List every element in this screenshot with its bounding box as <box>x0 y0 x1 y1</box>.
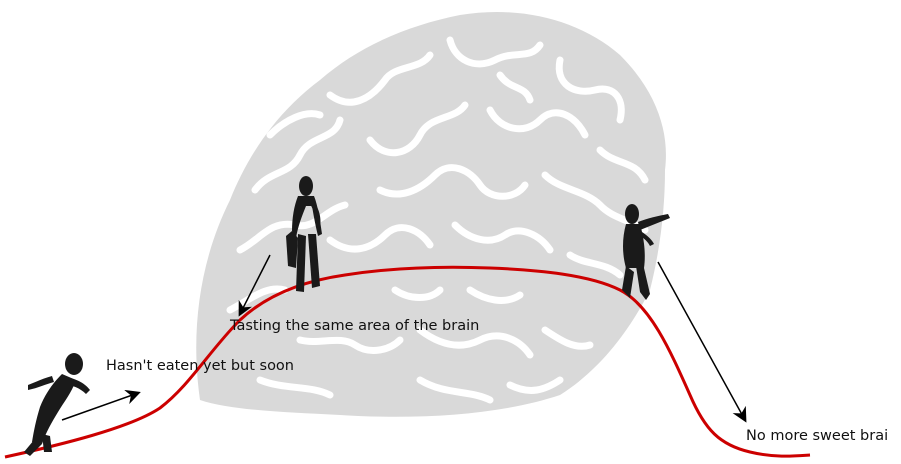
annotation-end: No more sweet brai <box>746 429 888 444</box>
annotation-start: Hasn't eaten yet but soon <box>106 359 294 374</box>
zombie-icon <box>24 353 90 456</box>
arrow-end <box>658 262 745 420</box>
annotation-middle: Tasting the same area of the brain <box>230 319 479 334</box>
brain-icon <box>196 12 666 417</box>
arrow-start <box>62 393 138 420</box>
